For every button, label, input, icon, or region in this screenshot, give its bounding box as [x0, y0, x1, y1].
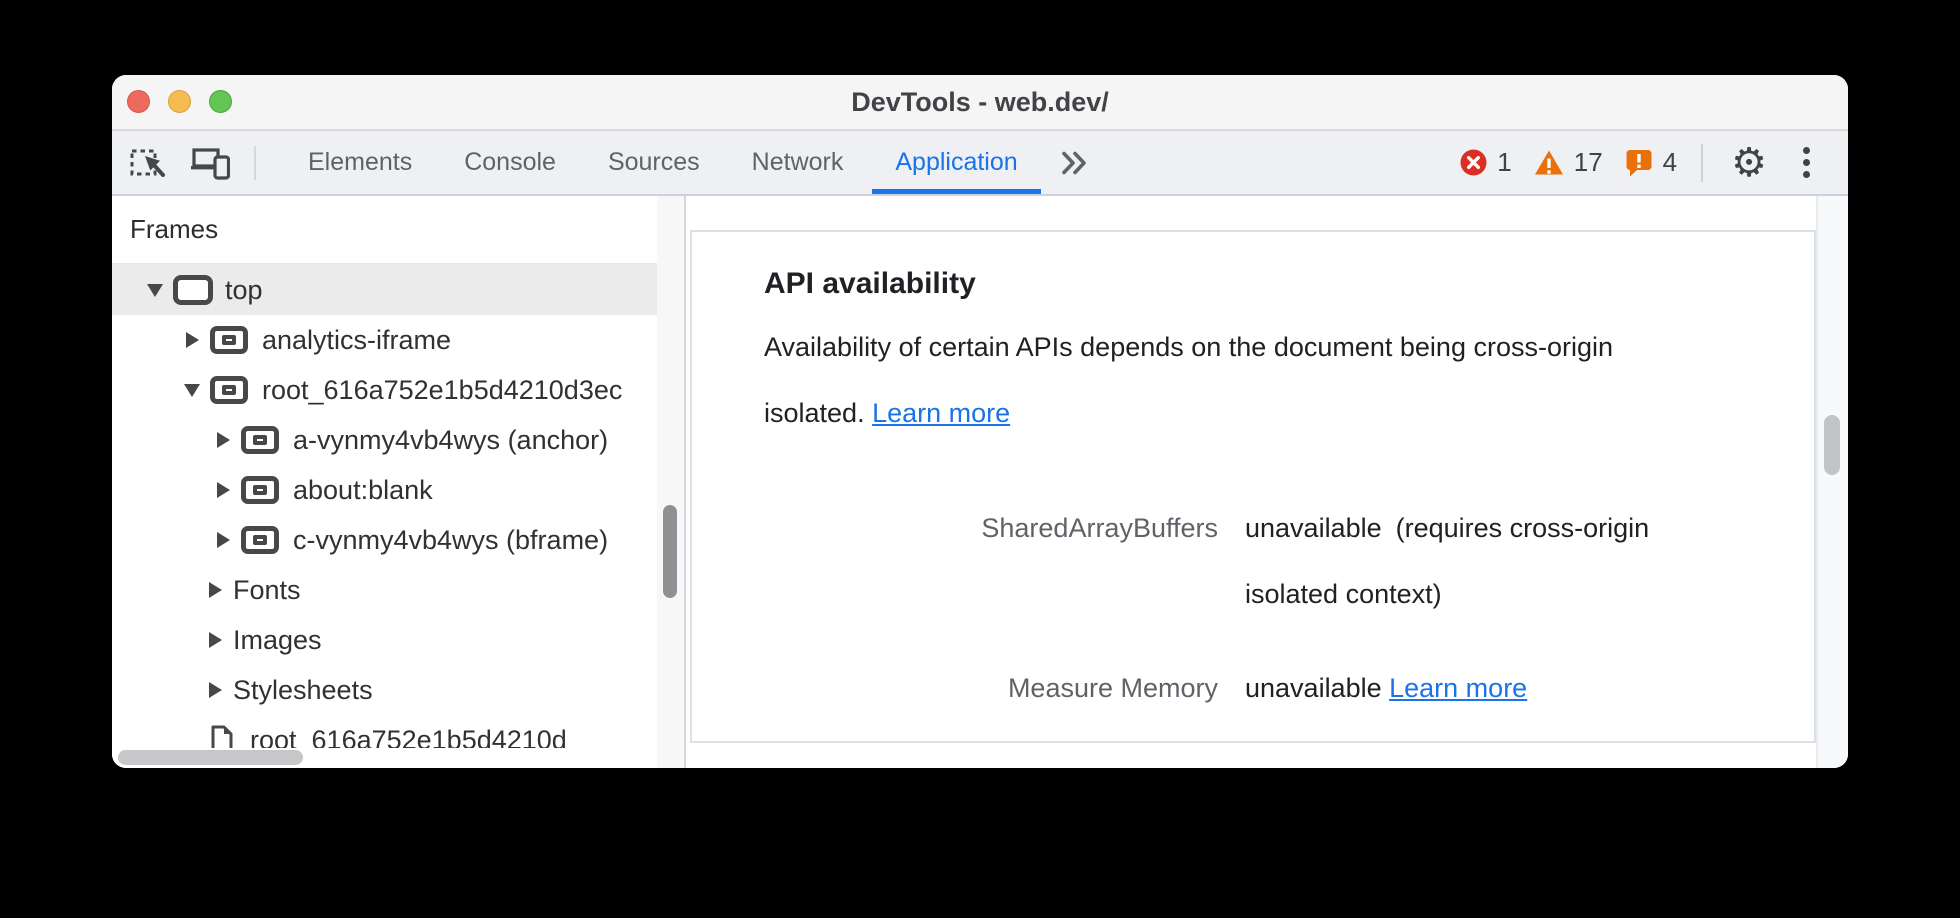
content-area: Frames top analytics-iframe root_616a752e1…: [112, 196, 1848, 768]
entry-value-cell: unavailable Learn more: [1245, 655, 1765, 721]
settings-gear-button[interactable]: ⚙: [1731, 139, 1767, 186]
api-entry-measure-memory: Measure Memory unavailable Learn more: [764, 655, 1774, 721]
more-options-menu-button[interactable]: [1791, 141, 1822, 184]
inspect-element-button[interactable]: [128, 143, 168, 183]
iframe-icon: [210, 376, 248, 404]
report-vertical-scrollbar[interactable]: [1816, 196, 1848, 768]
toolbar-divider: [254, 145, 256, 180]
learn-more-link[interactable]: Learn more: [872, 398, 1011, 428]
learn-more-link[interactable]: Learn more: [1389, 673, 1528, 703]
collapsed-arrow-icon[interactable]: [182, 332, 202, 348]
api-entries: SharedArrayBuffers unavailable (requires c…: [764, 495, 1774, 721]
sidebar-vertical-scrollbar[interactable]: [657, 196, 684, 768]
frames-tree: top analytics-iframe root_616a752e1b5d4210…: [112, 265, 657, 765]
warnings-count: 17: [1573, 147, 1603, 177]
tree-item-top[interactable]: top: [112, 265, 657, 315]
entry-label: SharedArrayBuffers: [981, 513, 1218, 543]
section-title: API availability: [764, 267, 976, 300]
more-tabs-button[interactable]: [1052, 150, 1096, 176]
expanded-arrow-icon[interactable]: [182, 383, 202, 397]
frames-section-header: Frames: [112, 196, 684, 265]
console-errors-badge[interactable]: 1: [1460, 147, 1512, 178]
sidebar-horizontal-scrollbar[interactable]: [112, 748, 657, 768]
tree-item-label: Fonts: [233, 574, 301, 605]
toggle-device-toolbar-button[interactable]: [188, 143, 232, 183]
tab-application[interactable]: Application: [869, 131, 1043, 194]
entry-note: isolated context): [1245, 579, 1442, 609]
scrollbar-thumb[interactable]: [1824, 415, 1840, 475]
devtools-toolbar: Elements Console Sources Network Application…: [112, 131, 1848, 196]
tree-item-fonts[interactable]: Fonts: [112, 565, 657, 615]
tree-item-about-blank[interactable]: about:blank: [112, 465, 657, 515]
frame-icon: [173, 275, 213, 305]
tree-item-images[interactable]: Images: [112, 615, 657, 665]
entry-label: Measure Memory: [1007, 673, 1218, 703]
tree-item-label: a-vynmy4vb4wys (anchor): [293, 424, 609, 455]
entry-value-cell: unavailable (requires cross-origin isolate…: [1245, 495, 1765, 627]
entry-value: unavailable: [1245, 673, 1382, 703]
close-window-button[interactable]: [127, 90, 150, 113]
collapsed-arrow-icon[interactable]: [205, 632, 225, 648]
warning-icon: [1534, 150, 1563, 175]
tree-item-label: analytics-iframe: [262, 324, 452, 355]
iframe-icon: [241, 426, 279, 454]
tree-item-a-vynmy4vb4wys-anchor-[interactable]: a-vynmy4vb4wys (anchor): [112, 415, 657, 465]
tree-item-label: c-vynmy4vb4wys (bframe): [293, 524, 609, 555]
chevron-double-right-icon: [1061, 151, 1086, 174]
tree-item-label: Images: [233, 624, 322, 655]
tree-item-label: about:blank: [293, 474, 433, 505]
tree-item-stylesheets[interactable]: Stylesheets: [112, 665, 657, 715]
collapsed-arrow-icon[interactable]: [213, 482, 233, 498]
console-warnings-badge[interactable]: 17: [1534, 147, 1603, 178]
entry-note: (requires cross-origin: [1395, 513, 1650, 543]
tab-network[interactable]: Network: [751, 148, 844, 176]
issues-count: 4: [1662, 147, 1678, 177]
expanded-arrow-icon[interactable]: [145, 283, 165, 297]
kebab-dot: [1803, 159, 1810, 166]
zoom-window-button[interactable]: [209, 90, 232, 113]
application-report-panel: API availability Availability of certain…: [686, 196, 1848, 768]
tab-console[interactable]: Console: [464, 148, 556, 176]
collapsed-arrow-icon[interactable]: [213, 432, 233, 448]
description-line: Availability of certain APIs depends on …: [764, 332, 1613, 362]
collapsed-arrow-icon[interactable]: [205, 682, 225, 698]
tree-item-label: top: [225, 274, 263, 305]
panel-tabs: Elements Console Sources Network Application: [282, 131, 1044, 194]
issues-icon: [1626, 150, 1652, 177]
scrollbar-thumb[interactable]: [118, 750, 303, 765]
iframe-icon: [210, 326, 248, 354]
description-line: isolated. Learn more: [764, 398, 1011, 428]
tree-item-label: Stylesheets: [233, 674, 373, 705]
issues-badge[interactable]: 4: [1625, 147, 1677, 178]
minimize-window-button[interactable]: [168, 90, 191, 113]
device-toolbar-icon: [191, 147, 230, 180]
tab-elements[interactable]: Elements: [308, 148, 413, 176]
scrollbar-thumb[interactable]: [663, 505, 677, 598]
tree-item-c-vynmy4vb4wys-bframe-[interactable]: c-vynmy4vb4wys (bframe): [112, 515, 657, 565]
tree-item-label: root_616a752e1b5d4210d3ec: [262, 374, 623, 405]
frames-sidebar: Frames top analytics-iframe root_616a752e1…: [112, 196, 686, 768]
collapsed-arrow-icon[interactable]: [205, 582, 225, 598]
toolbar-right-cluster: 1 17 4: [1460, 141, 1848, 184]
titlebar: DevTools - web.dev/: [112, 75, 1848, 131]
entry-value: unavailable: [1245, 513, 1382, 543]
api-availability-section: API availability Availability of certain…: [690, 230, 1816, 743]
error-icon: [1460, 149, 1487, 176]
traffic-lights: [127, 90, 232, 113]
tree-item-analytics-iframe[interactable]: analytics-iframe: [112, 315, 657, 365]
api-entry-sharedarraybuffers: SharedArrayBuffers unavailable (requires c…: [764, 495, 1774, 627]
kebab-dot: [1803, 147, 1810, 154]
inspect-cursor-icon: [130, 149, 165, 177]
tab-sources[interactable]: Sources: [607, 148, 700, 176]
window-title: DevTools - web.dev/: [851, 86, 1109, 117]
collapsed-arrow-icon[interactable]: [213, 532, 233, 548]
toolbar-divider: [1701, 143, 1704, 182]
iframe-icon: [241, 476, 279, 504]
errors-count: 1: [1497, 147, 1512, 177]
iframe-icon: [241, 526, 279, 554]
section-description: Availability of certain APIs depends on …: [764, 314, 1774, 446]
tree-item-root-616a752e1b5d4210d3ec[interactable]: root_616a752e1b5d4210d3ec: [112, 365, 657, 415]
kebab-dot: [1803, 171, 1810, 178]
